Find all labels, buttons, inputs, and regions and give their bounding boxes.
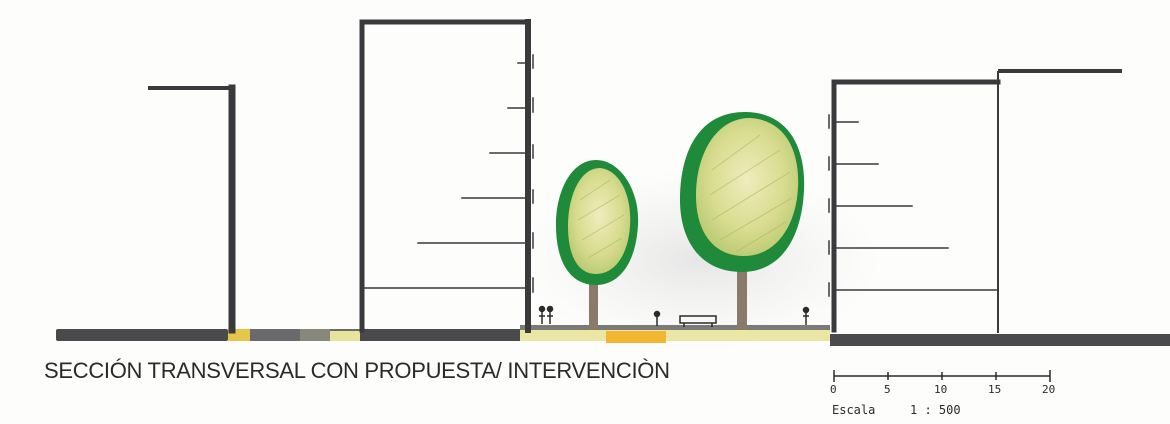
pedestrian-center xyxy=(653,310,661,326)
large-tree xyxy=(680,112,805,330)
section-title: SECCIÓN TRANSVERSAL CON PROPUESTA/ INTER… xyxy=(44,358,670,383)
scale-ratio: 1 : 500 xyxy=(910,403,961,417)
scale-tick-15: 15 xyxy=(988,383,1001,396)
small-tree xyxy=(556,160,639,330)
pedestrians-left xyxy=(538,305,554,324)
scale-tick-0: 0 xyxy=(830,383,837,396)
right-building xyxy=(828,71,1001,333)
pedestrian-right xyxy=(802,306,810,325)
scale-tick-10: 10 xyxy=(934,383,947,396)
scale-tick-20: 20 xyxy=(1042,383,1055,396)
ground-line xyxy=(56,325,1170,346)
tall-building xyxy=(359,19,534,333)
scale-bar: 0 5 10 15 20 Escala 1 : 500 xyxy=(830,370,1055,417)
bench xyxy=(679,315,717,327)
scale-tick-5: 5 xyxy=(884,383,891,396)
scale-label: Escala xyxy=(832,403,875,417)
left-building xyxy=(148,84,236,334)
